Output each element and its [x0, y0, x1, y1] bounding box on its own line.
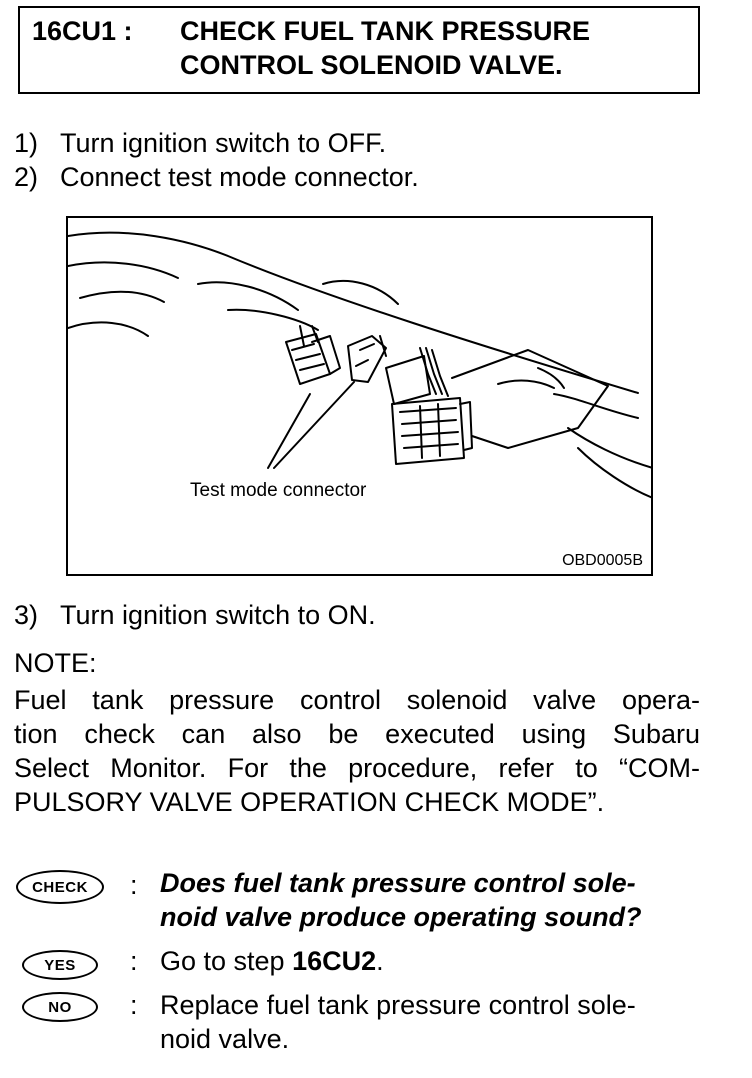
figure-code: OBD0005B	[562, 552, 643, 569]
step-1-number: 1)	[14, 128, 39, 158]
check-colon: :	[130, 870, 138, 900]
step-1-text: Turn ignition switch to OFF.	[60, 128, 387, 158]
yes-badge: YES	[22, 950, 98, 980]
figure-label: Test mode connector	[190, 480, 367, 501]
check-badge: CHECK	[16, 870, 104, 904]
yes-answer: Go to step 16CU2.	[160, 946, 384, 977]
no-answer-line-1: Replace fuel tank pressure control sole-	[160, 990, 636, 1020]
yes-answer-suffix: .	[376, 946, 384, 976]
step-id: 16CU1 :	[32, 16, 133, 46]
note-heading: NOTE:	[14, 648, 97, 678]
step-3: 3) Turn ignition switch to ON.	[14, 600, 376, 631]
check-question-line-1: Does fuel tank pressure control sole-	[160, 868, 636, 898]
step-header: 16CU1 : CHECK FUEL TANK PRESSURE CONTROL…	[18, 6, 700, 94]
step-1: 1) Turn ignition switch to OFF.	[14, 128, 386, 159]
step-title-line-1: CHECK FUEL TANK PRESSURE	[180, 16, 591, 46]
step-2-text: Connect test mode connector.	[60, 162, 419, 192]
check-question-line-2: noid valve produce operating sound?	[160, 902, 642, 932]
step-3-text: Turn ignition switch to ON.	[60, 600, 376, 630]
note-line-1: Fuel tank pressure control solenoid valv…	[14, 685, 700, 715]
step-title-line-2: CONTROL SOLENOID VALVE.	[180, 50, 563, 80]
step-2-number: 2)	[14, 162, 39, 192]
yes-answer-text: Go to step	[160, 946, 293, 976]
no-answer-line-2: noid valve.	[160, 1024, 290, 1054]
note-line-3: Select Monitor. For the procedure, refer…	[14, 753, 700, 783]
no-badge: NO	[22, 992, 98, 1022]
note-body: Fuel tank pressure control solenoid valv…	[14, 683, 700, 819]
yes-colon: :	[130, 946, 138, 976]
note-line-4: PULSORY VALVE OPERATION CHECK MODE”.	[14, 787, 605, 817]
step-3-number: 3)	[14, 600, 39, 630]
connector-illustration: Test mode connector OBD0005B	[66, 216, 653, 576]
connector-drawing	[68, 231, 651, 499]
step-2: 2) Connect test mode connector.	[14, 162, 419, 193]
note-line-2: tion check can also be executed using Su…	[14, 719, 700, 749]
yes-answer-step: 16CU2	[292, 946, 377, 976]
no-colon: :	[130, 990, 138, 1020]
